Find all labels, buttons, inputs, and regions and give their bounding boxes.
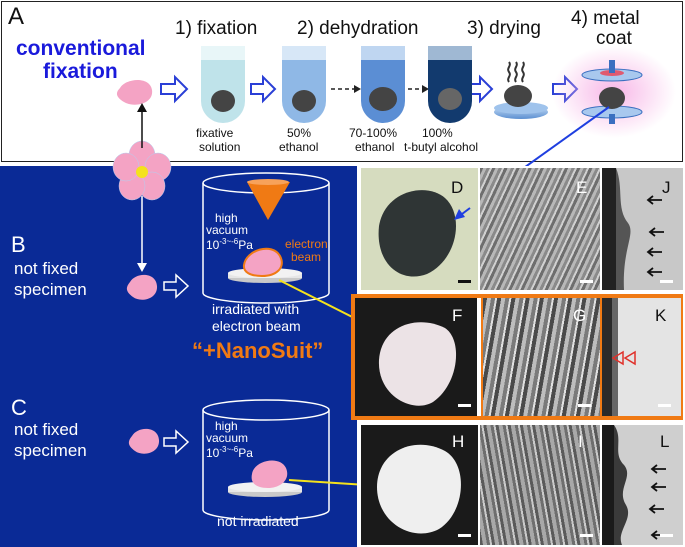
chamber-b [202,172,330,304]
chamber-c-high: high [215,419,238,433]
panel-l-image [602,425,683,545]
tube-50-ethanol [282,46,326,123]
panel-j-image [602,168,683,290]
arrows-l-icon [648,464,666,540]
panel-d-image [361,168,478,290]
scale-bar-g [578,404,591,407]
chamber-b-pressure: 10-3~-6Pa [206,237,253,252]
panel-a-letter: A [8,3,25,30]
step-fixation: 1) fixation [175,18,258,39]
panel-k-image [600,298,681,416]
tube-tbutyl-alcohol [428,46,472,123]
electron-beam-line2: beam [291,250,322,264]
scale-bar-k [658,404,671,407]
step-metal: 4) metal [571,8,640,29]
panel-b-letter: B [11,232,26,257]
left-graphics [112,103,357,521]
panel-f-letter: F [452,306,463,325]
arrow-c-icon [163,429,190,455]
scale-bar-j [660,280,673,283]
panel-c-label-line2: specimen [14,441,87,460]
panel-e-image [480,168,600,290]
left-blue-background [0,166,357,547]
step-drying: 3) drying [467,18,541,39]
tube-fixative [201,46,245,123]
tube3-label-line2: ethanol [355,140,395,154]
scale-bar-h [458,534,471,537]
step-coat: coat [596,28,632,49]
panel-i-letter: I [578,432,583,451]
scale-bar-l [660,534,673,537]
conventional-label: conventional [16,37,146,60]
tube4-label-line1: 100% [422,126,453,140]
caption-c: not irradiated [217,513,299,529]
caption-b-line1: irradiated with [212,301,300,317]
petal-c-icon [128,428,160,454]
heat-waves-icon [507,61,525,83]
nanosuit-frame [351,294,683,420]
panel-e-letter: E [576,178,588,197]
electron-beam-icon [247,179,290,220]
tube4-label-line2: t-butyl alcohol [404,140,479,154]
chamber-c [202,399,330,521]
arrow-1-icon [160,74,189,104]
step-dehydration: 2) dehydration [297,18,419,39]
drying-dish [494,85,548,119]
panel-d-letter: D [451,178,464,197]
scale-bar-f [458,404,471,407]
tube2-label-line2: ethanol [279,140,319,154]
flower-icon [112,140,172,201]
specimen-b-suit [242,247,283,278]
petal-b-icon [126,274,158,300]
panel-c-letter: C [11,395,27,420]
caption-b-line2: electron beam [212,318,301,334]
chamber-c-pressure: 10-3~-6Pa [206,445,253,460]
fixation-label: fixation [43,60,118,83]
panel-b-label-line2: specimen [14,280,87,299]
scale-bar-d [458,280,471,283]
chamber-c-vacuum: vacuum [206,431,249,445]
red-triangles-icon [611,350,636,366]
panel-j-letter: J [662,178,671,197]
chamber-b-high: high [215,211,238,225]
panel-h-image [361,425,478,545]
panel-c-label-line1: not fixed [14,420,79,439]
chamber-b-vacuum: vacuum [206,223,249,237]
tube-70-100-ethanol [361,46,405,123]
arrow-b-icon [163,273,190,299]
panel-k-letter: K [655,306,667,325]
metal-coater [552,46,676,138]
white-petal-f-icon [378,322,457,406]
panel-l-letter: L [660,432,670,451]
scale-bar-i [580,534,593,537]
dark-petal-icon [378,190,457,277]
electron-beam-line1: electron [285,237,328,251]
tube2-label-line1: 50% [287,126,312,140]
panel-h-letter: H [452,432,465,451]
panel-b-label-line1: not fixed [14,259,79,278]
panel-g-letter: G [573,306,587,325]
nanosuit-label: “+NanoSuit” [192,338,324,363]
scale-bar-e [580,280,593,283]
specimen-c [251,460,288,488]
petal-small-icon [116,80,153,105]
tube3-label-line1: 70-100% [349,126,398,140]
panel-i-image [480,425,600,545]
panel-g-image [481,298,600,416]
tube1-label-line1: fixative [196,126,234,140]
panel-a-graphics [116,46,676,166]
blue-arrowhead-icon [454,207,471,220]
panel-f-image [355,298,477,416]
arrow-2-icon [250,74,277,104]
white-petal-h-icon [377,444,461,534]
tube1-label-line2: solution [199,140,241,154]
arrows-j-icon [646,195,664,277]
